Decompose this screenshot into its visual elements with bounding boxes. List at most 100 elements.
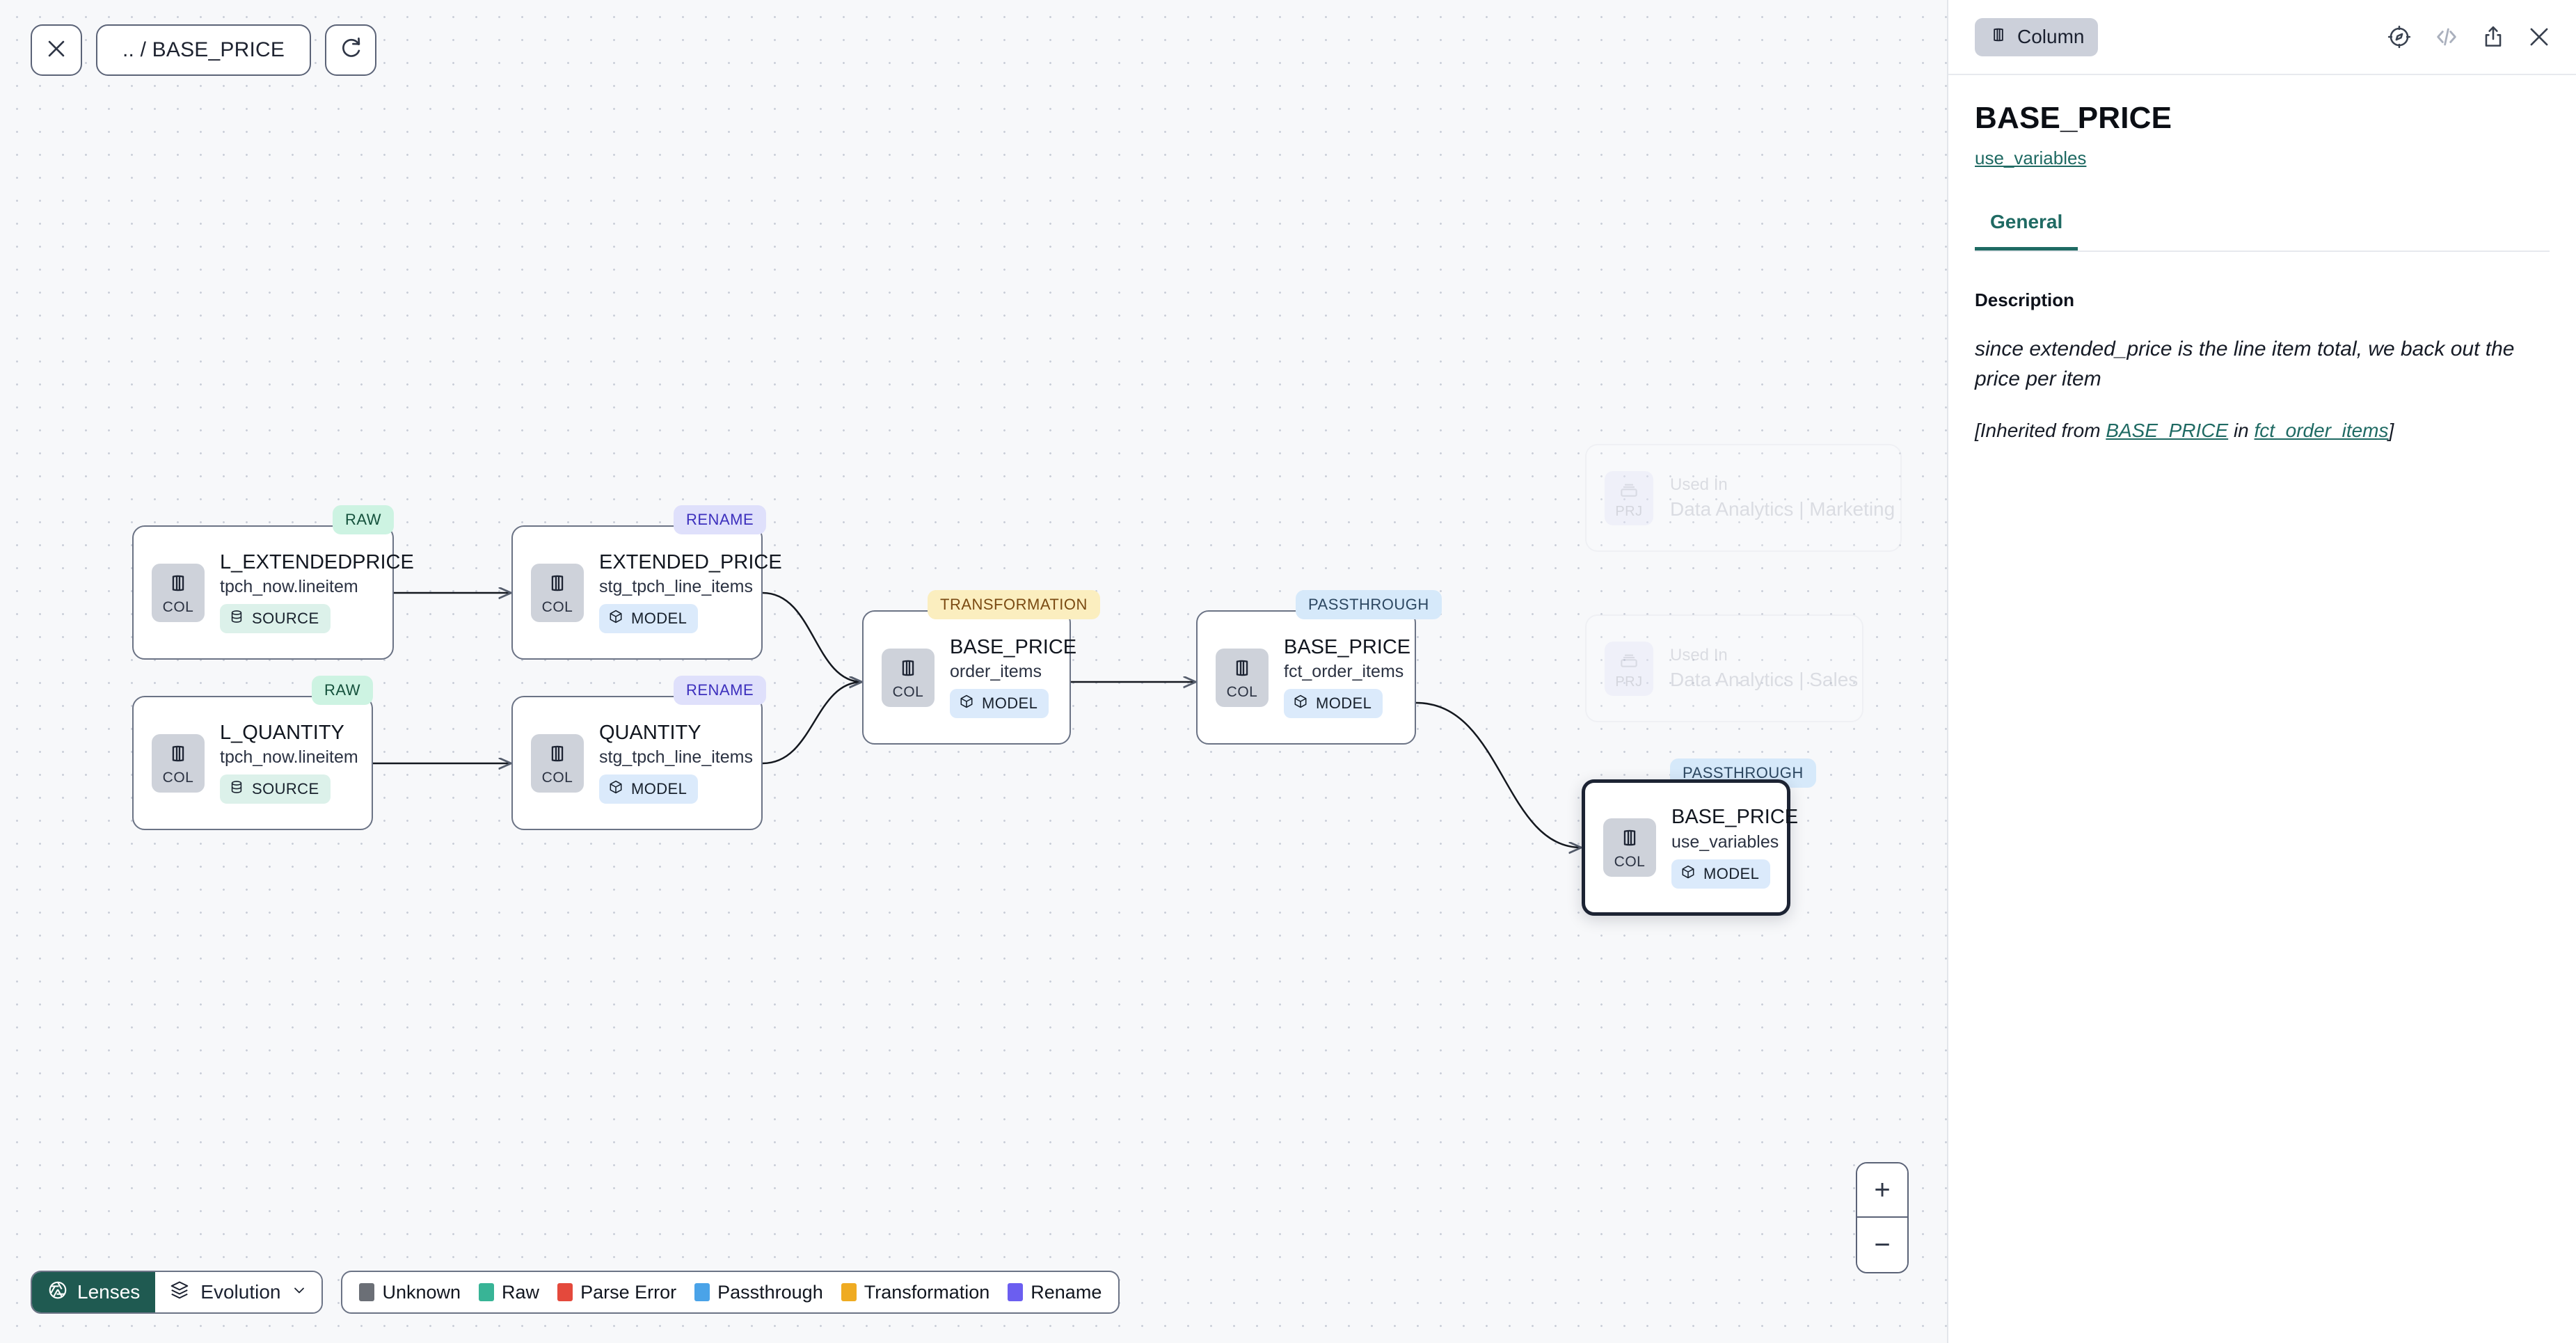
database-icon (229, 609, 244, 628)
node-subtitle: tpch_now.lineitem (220, 577, 358, 597)
node-kind-label: MODEL (1703, 864, 1760, 882)
legend-swatch-parse-error (557, 1283, 573, 1301)
lineage-canvas[interactable]: .. / BASE_PRICE (0, 0, 1947, 1343)
graph-node-base-price-use-variables[interactable]: COL BASE_PRICE use_variables MODEL (1582, 779, 1799, 916)
panel-body: BASE_PRICE use_variables General Descrip… (1948, 75, 2576, 444)
cube-icon (1293, 694, 1308, 713)
breadcrumb[interactable]: .. / BASE_PRICE (96, 24, 312, 76)
node-kind-label: MODEL (982, 694, 1038, 713)
node-kind-badge: MODEL (1284, 689, 1383, 719)
node-kind-badge: MODEL (950, 689, 1049, 719)
compass-icon[interactable] (2386, 24, 2412, 50)
tab-general[interactable]: General (1975, 211, 2078, 251)
inherited-middle: in (2228, 419, 2255, 441)
node-kind-badge: SOURCE (220, 774, 331, 804)
node-title: BASE_PRICE (1284, 635, 1411, 658)
node-body: QUANTITY stg_tpch_line_items MODEL (599, 722, 753, 804)
code-brackets-icon[interactable] (2433, 23, 2460, 51)
lens-select[interactable]: Evolution (155, 1272, 322, 1312)
database-icon (229, 779, 244, 799)
node-kind-label: SOURCE (252, 780, 319, 798)
column-icon (1989, 25, 2008, 49)
graph-node-extended-price[interactable]: COL EXTENDED_PRICE stg_tpch_line_items M… (511, 525, 782, 660)
project-icon (1618, 648, 1640, 674)
legend-label: Unknown (382, 1281, 461, 1303)
col-chip-label: COL (1614, 854, 1646, 870)
col-chip-label: COL (162, 769, 194, 786)
node-kind-label: MODEL (631, 780, 687, 798)
col-chip: COL (531, 733, 584, 793)
parent-model-link[interactable]: use_variables (1975, 148, 2087, 169)
column-icon (1618, 826, 1641, 853)
project-icon (1618, 477, 1640, 503)
node-subtitle: stg_tpch_line_items (599, 747, 753, 768)
node-title: BASE_PRICE (1671, 806, 1799, 829)
node-title: EXTENDED_PRICE (599, 550, 782, 573)
inherited-model-link[interactable]: fct_order_items (2254, 419, 2389, 441)
node-title: BASE_PRICE (950, 635, 1077, 658)
refresh-button[interactable] (325, 24, 377, 76)
col-chip-label: COL (1226, 683, 1258, 700)
col-chip: COL (152, 563, 205, 622)
zoom-out-button[interactable]: − (1857, 1218, 1907, 1272)
panel-tabs: General (1975, 211, 2550, 253)
node-subtitle: use_variables (1671, 832, 1779, 852)
share-icon[interactable] (2481, 24, 2506, 49)
lenses-button[interactable]: Lenses (32, 1272, 156, 1312)
close-x-icon (45, 37, 68, 64)
lenses-label: Lenses (77, 1281, 141, 1303)
graph-node-base-price-order-items[interactable]: COL BASE_PRICE order_items MODEL (862, 610, 1077, 745)
refresh-icon (339, 37, 363, 64)
used-in-label: Used In (1670, 646, 1728, 665)
legend-swatch-passthrough (694, 1283, 710, 1301)
node-kind-badge: SOURCE (220, 604, 331, 634)
node-body: L_EXTENDEDPRICE tpch_now.lineitem SOURCE (220, 550, 414, 634)
node-title: L_EXTENDEDPRICE (220, 550, 414, 573)
inherited-column-link[interactable]: BASE_PRICE (2106, 419, 2229, 441)
graph-node-base-price-fct-order-items[interactable]: COL BASE_PRICE fct_order_items MODEL (1196, 610, 1416, 745)
column-icon (896, 656, 920, 683)
node-body: L_QUANTITY tpch_now.lineitem SOURCE (220, 721, 358, 804)
legend-label: Parse Error (580, 1281, 677, 1303)
legend-item: Parse Error (557, 1282, 676, 1303)
panel-header: Column (1948, 0, 2576, 75)
used-in-card: PRJ Used In Data Analytics | Sales (1585, 614, 1863, 722)
lens-badge-passthrough: PASSTHROUGH (1296, 590, 1442, 619)
inherited-note: [Inherited from BASE_PRICE in fct_order_… (1975, 417, 2550, 444)
close-panel-icon[interactable] (2526, 24, 2552, 50)
used-in-body: Used In Data Analytics | Sales (1670, 647, 1858, 690)
page-title: BASE_PRICE (1975, 101, 2172, 135)
node-subtitle: tpch_now.lineitem (220, 747, 358, 768)
entity-type-label: Column (2017, 26, 2085, 47)
graph-node-quantity[interactable]: COL QUANTITY stg_tpch_line_items MODEL (511, 696, 763, 830)
legend-item: Unknown (359, 1282, 461, 1303)
lens-badge-transformation: TRANSFORMATION (928, 590, 1100, 619)
column-icon (166, 742, 190, 769)
col-chip-label: COL (892, 683, 924, 700)
legend-swatch-rename (1008, 1283, 1024, 1301)
node-kind-label: SOURCE (252, 610, 319, 628)
zoom-controls: + − (1856, 1162, 1909, 1273)
lenses-control: Lenses Evolution (31, 1271, 324, 1314)
description-section: Description since extended_price is the … (1975, 289, 2550, 443)
graph-node-l-quantity[interactable]: COL L_QUANTITY tpch_now.lineitem SOURCE (132, 696, 373, 830)
description-label: Description (1975, 289, 2075, 311)
lens-badge-raw: RAW (312, 676, 374, 705)
graph-node-l-extendedprice[interactable]: COL L_EXTENDEDPRICE tpch_now.lineitem SO… (132, 525, 414, 660)
column-icon (546, 742, 569, 769)
legend-swatch-transformation (841, 1283, 857, 1301)
legend-label: Transformation (864, 1281, 990, 1303)
lens-badge-raw: RAW (333, 505, 395, 534)
legend-swatch-unknown (359, 1283, 375, 1301)
close-graph-button[interactable] (31, 24, 82, 76)
cube-icon (608, 609, 623, 628)
node-body: BASE_PRICE order_items MODEL (950, 635, 1077, 719)
prj-chip-label: PRJ (1615, 504, 1643, 519)
zoom-in-button[interactable]: + (1857, 1163, 1907, 1218)
used-in-value: Data Analytics | Marketing (1670, 498, 1895, 520)
col-chip: COL (1216, 648, 1269, 707)
canvas-bottom-bar: Lenses Evolution Unknown (31, 1271, 1120, 1314)
column-icon (166, 571, 190, 598)
node-title: L_QUANTITY (220, 721, 344, 744)
used-in-value: Data Analytics | Sales (1670, 669, 1859, 690)
